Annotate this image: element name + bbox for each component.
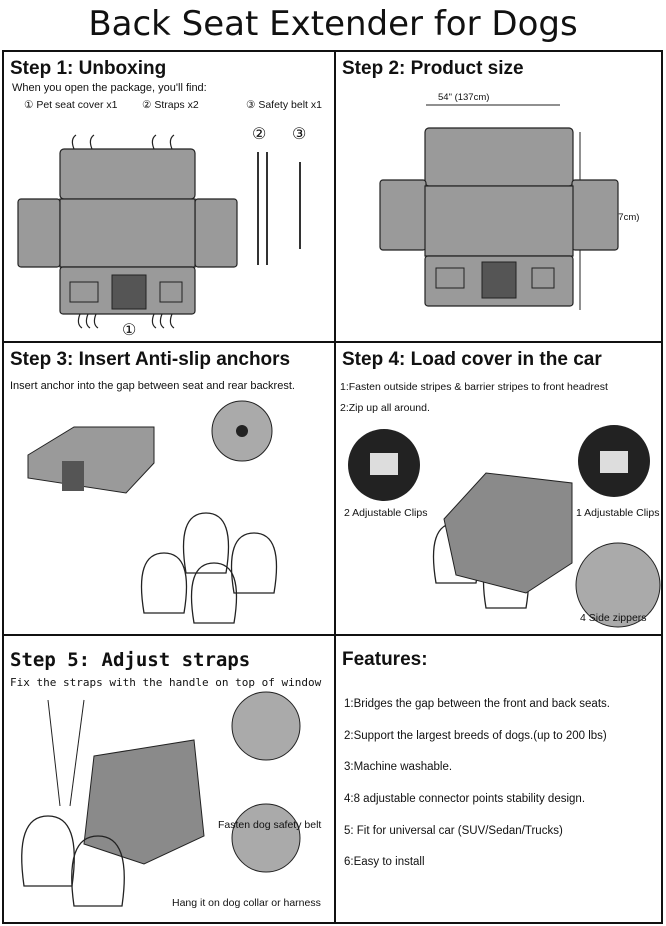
page-title: Back Seat Extender for Dogs — [88, 4, 578, 44]
step3-heading: Step 3: Insert Anti-slip anchors — [10, 349, 291, 370]
seat-cover-illustration — [17, 134, 301, 329]
anchor-illustration — [27, 400, 278, 624]
clips-right-label: 1 Adjustable Clips — [576, 507, 660, 519]
step1-panel: Step 1: Unboxing When you open the packa… — [4, 52, 334, 341]
load-cover-illustration — [348, 425, 661, 628]
adjust-straps-illustration — [21, 691, 301, 907]
step1-item-cover: ① Pet seat cover x1 — [24, 99, 118, 111]
feature-item: 5: Fit for universal car (SUV/Sedan/Truc… — [344, 825, 563, 837]
step1-item-belt: ③ Safety belt x1 — [246, 99, 322, 111]
grid-divider-vertical — [334, 52, 336, 922]
feature-item: 4:8 adjustable connector points stabilit… — [344, 793, 586, 805]
feature-item: 3:Machine washable. — [344, 761, 453, 773]
step3-panel: Step 3: Insert Anti-slip anchors Insert … — [4, 343, 334, 634]
step2-heading: Step 2: Product size — [342, 58, 524, 79]
step4-line2: 2:Zip up all around. — [340, 402, 430, 414]
zippers-label: 4 Side zippers — [580, 612, 647, 624]
hang-label: Hang it on dog collar or harness — [172, 897, 321, 909]
belt-label: Fasten dog safety belt — [218, 819, 322, 831]
step5-text: Fix the straps with the handle on top of… — [10, 676, 322, 689]
grid-divider-row1 — [4, 341, 661, 343]
product-size-illustration — [379, 104, 619, 310]
features-heading: Features: — [342, 649, 428, 670]
step5-panel: Step 5: Adjust straps Fix the straps wit… — [4, 636, 334, 922]
step4-line1: 1:Fasten outside stripes & barrier strip… — [340, 381, 608, 393]
step1-intro: When you open the package, you'll find: — [12, 82, 207, 94]
step4-heading: Step 4: Load cover in the car — [342, 349, 602, 370]
grid-divider-row2 — [4, 634, 661, 636]
feature-item: 2:Support the largest breeds of dogs.(up… — [344, 730, 607, 742]
step4-panel: Step 4: Load cover in the car 1:Fasten o… — [336, 343, 663, 634]
feature-item: 6:Easy to install — [344, 856, 425, 868]
step2-panel: Step 2: Product size 54" (137cm) 58" (14… — [336, 52, 663, 341]
width-label: 54" (137cm) — [438, 92, 490, 103]
feature-item: 1:Bridges the gap between the front and … — [344, 698, 610, 710]
instruction-grid: Step 1: Unboxing When you open the packa… — [2, 50, 663, 924]
clips-left-label: 2 Adjustable Clips — [344, 507, 428, 519]
step1-item-straps: ② Straps x2 — [142, 99, 199, 111]
step5-heading: Step 5: Adjust straps — [10, 649, 251, 671]
step1-heading: Step 1: Unboxing — [10, 58, 167, 79]
step1-marker-3: ③ — [292, 126, 307, 143]
step1-marker-1: ① — [122, 322, 137, 339]
step1-marker-2: ② — [252, 126, 267, 143]
features-panel: Features: 1:Bridges the gap between the … — [336, 636, 663, 922]
step3-text: Insert anchor into the gap between seat … — [10, 380, 295, 392]
